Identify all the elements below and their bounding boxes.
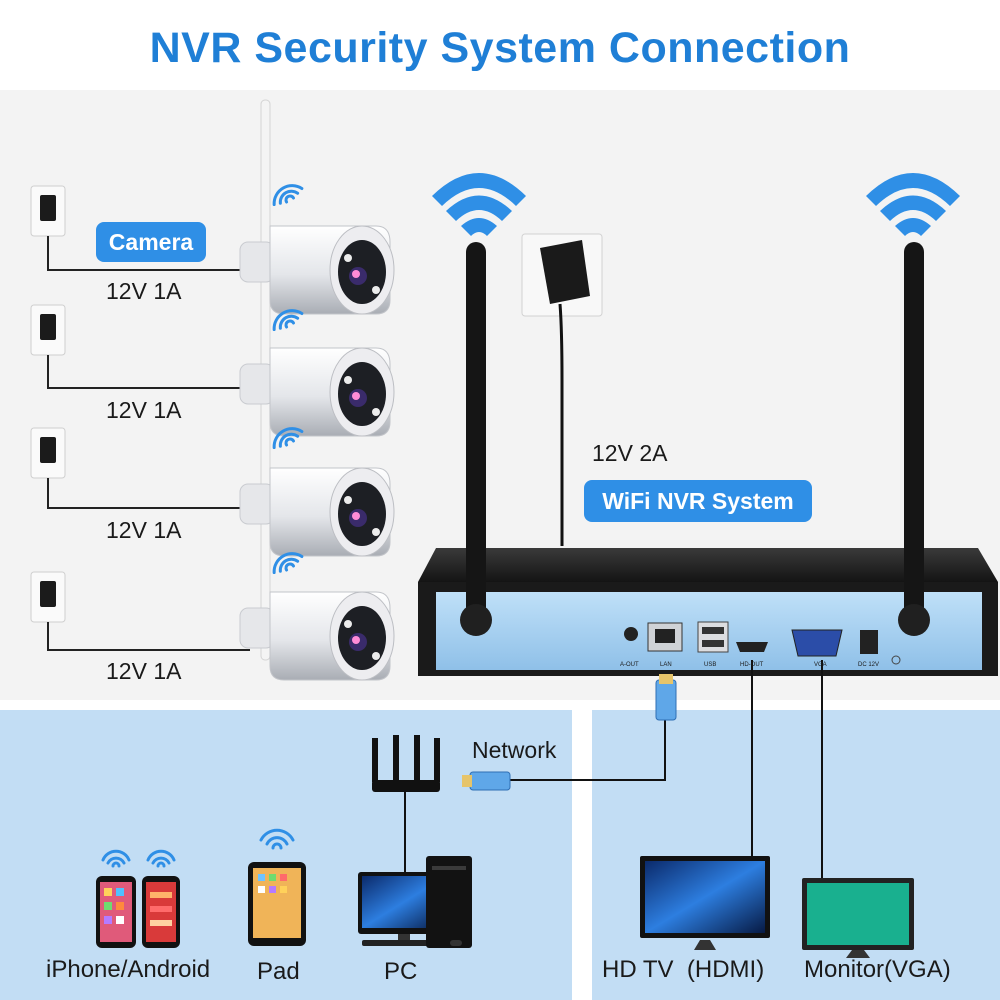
nvr-power-label: 12V 2A	[592, 440, 668, 466]
router-icon	[372, 735, 440, 792]
tablet-icon	[248, 862, 306, 946]
page-title: NVR Security System Connection	[149, 24, 851, 72]
camera-power-label-1: 12V 1A	[106, 278, 182, 304]
display-devices-panel	[592, 710, 1000, 1000]
camera-wifi-icon-2	[272, 309, 304, 332]
device-label-monitor: Monitor(VGA)	[804, 956, 951, 983]
port-label-hd-out: HD-OUT	[740, 662, 764, 668]
port-label-lan: LAN	[660, 662, 672, 668]
pc-icon	[358, 856, 472, 948]
camera-wifi-icon-1	[272, 184, 304, 207]
port-label-dc12v: DC 12V	[858, 662, 880, 668]
iphone-icon	[96, 876, 136, 948]
device-label-tv: HD TV (HDMI)	[602, 956, 765, 983]
nvr-label: WiFi NVR System	[584, 480, 812, 522]
client-devices-panel	[0, 710, 572, 1000]
monitor-icon	[802, 878, 914, 958]
camera-power-label-4: 12V 1A	[106, 658, 182, 684]
camera-4	[239, 591, 395, 681]
device-label-pad: Pad	[257, 958, 300, 985]
tv-icon	[640, 856, 770, 950]
camera-1	[239, 225, 395, 315]
android-phone-icon	[142, 876, 180, 948]
device-label-phone: iPhone/Android	[46, 956, 211, 983]
ethernet-plug-side	[462, 771, 511, 791]
port-label-vga: VGA	[814, 662, 827, 668]
wall-outlet-1	[30, 185, 66, 237]
wall-outlet-2	[30, 304, 66, 356]
camera-2	[239, 347, 395, 437]
network-label: Network	[472, 737, 557, 763]
nvr-wifi-icon-left	[432, 173, 526, 236]
camera-label: Camera	[96, 222, 206, 262]
wall-outlet-3	[30, 427, 66, 479]
iphone-wifi-icon	[101, 849, 131, 868]
ethernet-plug-top	[655, 674, 677, 721]
camera-power-label-2: 12V 1A	[106, 397, 182, 423]
camera-wifi-icon-3	[272, 427, 304, 450]
nvr-wifi-icon-right	[866, 173, 960, 236]
pad-wifi-icon	[259, 828, 295, 850]
device-label-pc: PC	[384, 958, 418, 985]
camera-power-cable-2	[47, 355, 250, 389]
nvr-power-adapter	[521, 233, 603, 546]
camera-power-cable-1	[47, 236, 250, 271]
port-label-usb: USB	[704, 662, 717, 668]
camera-3	[239, 467, 395, 557]
nvr-recorder	[418, 242, 998, 676]
camera-power-label-3: 12V 1A	[106, 517, 182, 543]
wall-outlet-4	[30, 571, 66, 623]
android-wifi-icon	[146, 849, 176, 868]
camera-power-cable-4	[47, 622, 250, 651]
camera-wifi-icon-4	[272, 552, 304, 575]
camera-power-cable-3	[47, 478, 250, 509]
port-label-a-out: A-OUT	[620, 662, 639, 668]
